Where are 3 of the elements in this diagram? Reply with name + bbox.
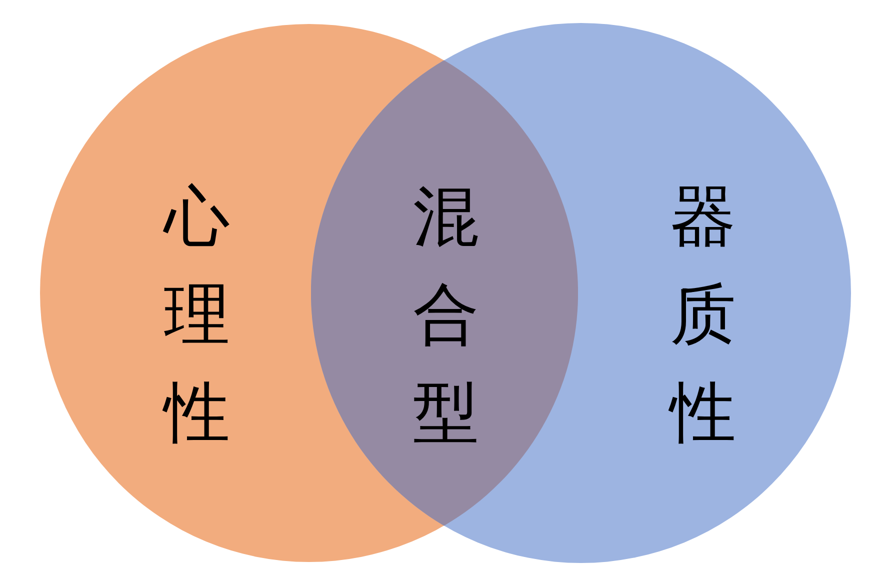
region-label: 混合型	[413, 177, 479, 453]
region-label: 器质性	[670, 177, 736, 453]
region-label: 心理性	[164, 177, 230, 453]
